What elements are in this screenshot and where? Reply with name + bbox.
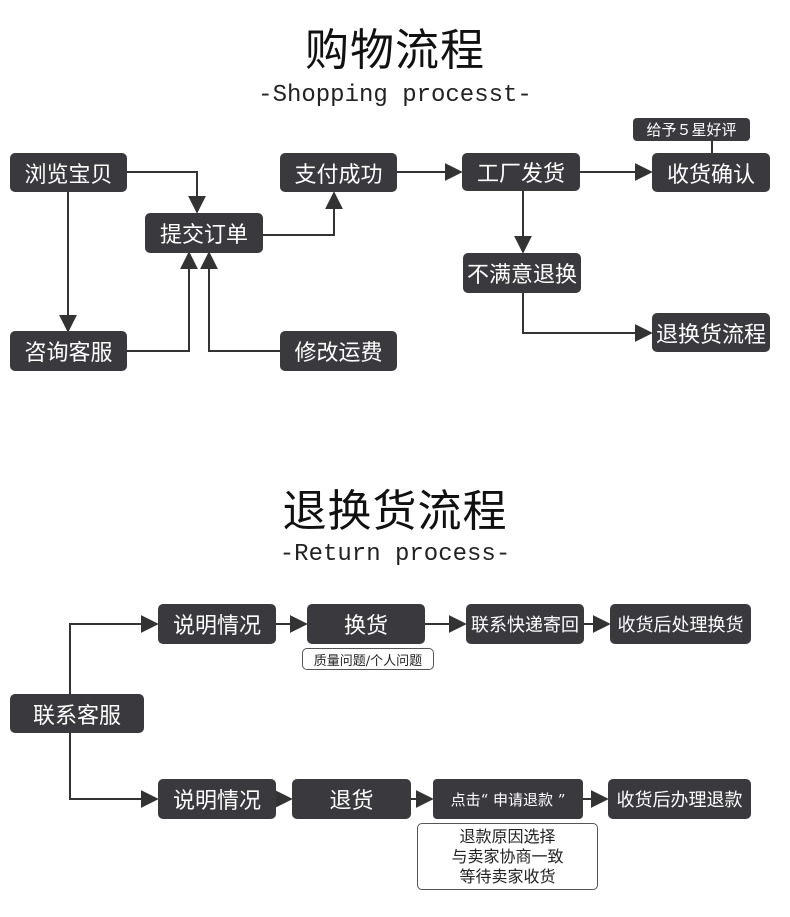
node-modify-shipping: 修改运费 <box>280 331 397 371</box>
refund-step-line: 退款原因选择 <box>459 827 556 846</box>
node-exchange-flow: 退换货流程 <box>652 313 770 352</box>
refund-step-line: 等待卖家收货 <box>459 867 556 886</box>
shopping-subtitle: -Shopping processt- <box>258 82 532 109</box>
node-confirm-receipt: 收货确认 <box>652 153 770 192</box>
node-apply-refund: 点击“ 申请退款 ” <box>433 779 583 819</box>
node-process-exchange: 收货后处理换货 <box>610 604 751 644</box>
node-five-star-review: 给予５星好评 <box>633 118 750 141</box>
node-payment-success: 支付成功 <box>280 153 397 192</box>
refund-step-line: 与卖家协商一致 <box>451 847 564 866</box>
returns-subtitle: -Return process- <box>279 541 511 568</box>
node-return-goods: 退货 <box>292 779 411 819</box>
node-contact-service: 联系客服 <box>10 694 144 733</box>
node-submit-order: 提交订单 <box>145 213 263 253</box>
node-unhappy-return: 不满意退换 <box>463 253 581 293</box>
node-exchange: 换货 <box>307 604 425 644</box>
node-browse: 浏览宝贝 <box>10 153 127 192</box>
node-explain-refund: 说明情况 <box>158 779 276 819</box>
shopping-title: 购物流程 <box>305 25 485 76</box>
returns-title: 退换货流程 <box>282 486 508 537</box>
node-process-refund: 收货后办理退款 <box>608 779 751 819</box>
note-exchange-reason: 质量问题/个人问题 <box>302 648 434 670</box>
node-explain-exchange: 说明情况 <box>158 604 276 644</box>
node-consult: 咨询客服 <box>10 331 127 371</box>
note-refund-steps: 退款原因选择 与卖家协商一致 等待卖家收货 <box>417 823 598 890</box>
node-courier-return: 联系快递寄回 <box>466 604 584 644</box>
node-factory-ship: 工厂发货 <box>462 153 580 191</box>
